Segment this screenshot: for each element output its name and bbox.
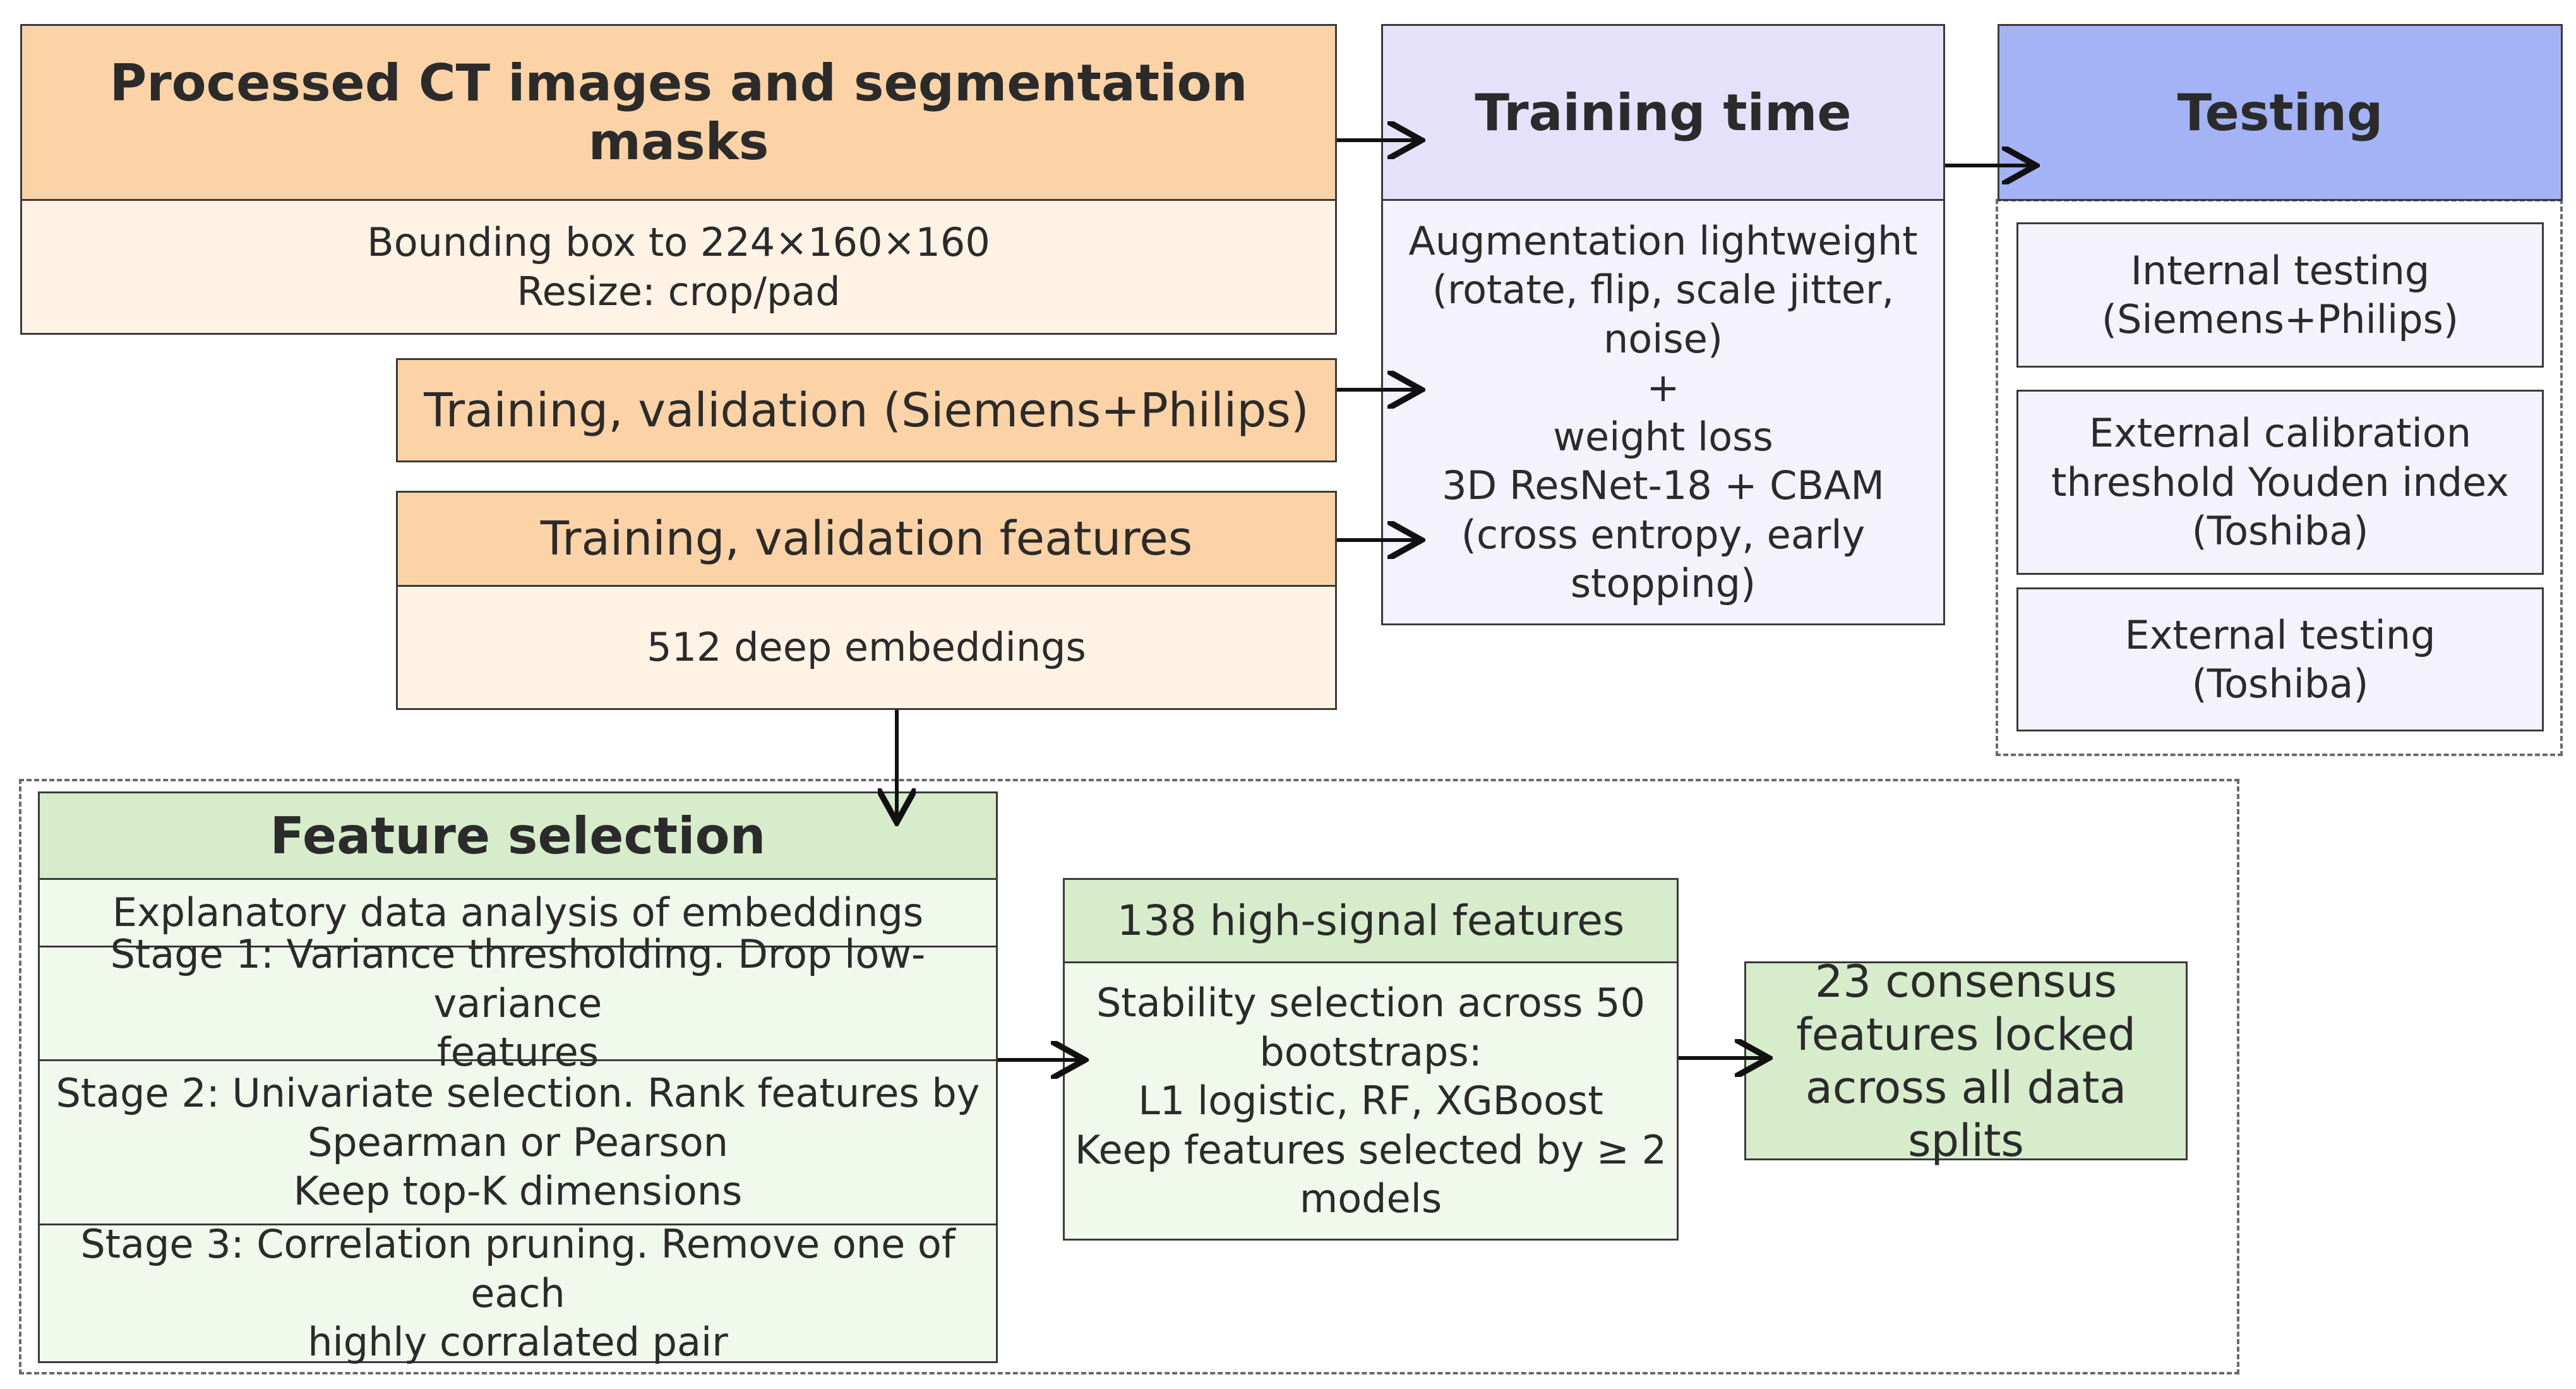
high-signal-line: bootstraps: bbox=[1259, 1028, 1482, 1075]
stage1-line: Stage 1: Variance thresholding. Drop low… bbox=[110, 931, 926, 1026]
consensus-line: 23 consensus bbox=[1814, 955, 2118, 1007]
processed-ct-title: Processed CT images and segmentation mas… bbox=[109, 54, 1248, 171]
eda-row: Explanatory data analysis of embeddings bbox=[40, 880, 996, 947]
external-calibration-line: (Toshiba) bbox=[2191, 508, 2369, 555]
high-signal-body: Stability selection across 50 bootstraps… bbox=[1063, 961, 1679, 1241]
training-time-line: 3D ResNet-18 + CBAM bbox=[1442, 462, 1884, 508]
testing-title: Testing bbox=[2177, 83, 2383, 142]
processed-ct-line2: Resize: crop/pad bbox=[517, 268, 841, 315]
internal-testing-box: Internal testing (Siemens+Philips) bbox=[2016, 222, 2544, 368]
training-time-line: (cross entropy, early bbox=[1461, 511, 1866, 558]
processed-ct-body: Bounding box to 224×160×160 Resize: crop… bbox=[20, 199, 1337, 335]
training-time-line: noise) bbox=[1603, 315, 1723, 362]
high-signal-line: Stability selection across 50 bbox=[1096, 980, 1646, 1026]
training-time-line: weight loss bbox=[1553, 413, 1773, 460]
high-signal-header: 138 high-signal features bbox=[1063, 878, 1679, 963]
external-calibration-line: threshold Youden index bbox=[2051, 459, 2509, 505]
eda-text: Explanatory data analysis of embeddings bbox=[112, 889, 924, 936]
training-time-header: Training time bbox=[1381, 24, 1945, 201]
high-signal-line: Keep features selected by ≥ 2 bbox=[1074, 1126, 1667, 1173]
embeddings-text: 512 deep embeddings bbox=[647, 624, 1086, 671]
internal-testing-line: Internal testing bbox=[2130, 247, 2430, 294]
consensus-box: 23 consensus features locked across all … bbox=[1744, 956, 2188, 1167]
stage2-line: Keep top-K dimensions bbox=[293, 1168, 743, 1215]
external-testing-box: External testing (Toshiba) bbox=[2016, 587, 2544, 731]
stage3-line: highly corralated pair bbox=[308, 1319, 728, 1366]
external-testing-line: (Toshiba) bbox=[2191, 661, 2369, 707]
external-calibration-box: External calibration threshold Youden in… bbox=[2016, 390, 2544, 575]
high-signal-line: L1 logistic, RF, XGBoost bbox=[1138, 1078, 1603, 1124]
high-signal-line: models bbox=[1299, 1176, 1442, 1222]
external-calibration-line: External calibration bbox=[2088, 410, 2472, 457]
high-signal-title: 138 high-signal features bbox=[1117, 896, 1625, 945]
stage3-row: Stage 3: Correlation pruning. Remove one… bbox=[40, 1221, 996, 1365]
feature-selection-body: Explanatory data analysis of embeddings … bbox=[38, 878, 998, 1365]
consensus-line: across all data splits bbox=[1805, 1061, 2127, 1167]
feature-selection-group bbox=[19, 779, 2239, 1374]
stage1-line: features bbox=[436, 1029, 599, 1076]
feature-selection-header: Feature selection bbox=[38, 791, 998, 880]
train-val-title: Training, validation (Siemens+Philips) bbox=[424, 383, 1309, 438]
processed-ct-line1: Bounding box to 224×160×160 bbox=[367, 219, 990, 265]
stage3-line: Stage 3: Correlation pruning. Remove one… bbox=[80, 1221, 956, 1316]
internal-testing-line: (Siemens+Philips) bbox=[2101, 296, 2459, 342]
feature-selection-title: Feature selection bbox=[270, 806, 766, 865]
processed-ct-header: Processed CT images and segmentation mas… bbox=[20, 24, 1337, 201]
training-time-line: + bbox=[1646, 364, 1680, 411]
training-time-line: Augmentation lightweight bbox=[1408, 217, 1918, 264]
testing-header: Testing bbox=[1998, 24, 2563, 201]
training-time-body: Augmentation lightweight (rotate, flip, … bbox=[1381, 199, 1945, 625]
external-testing-line: External testing bbox=[2124, 611, 2436, 658]
stage2-line: Stage 2: Univariate selection. Rank feat… bbox=[56, 1070, 980, 1117]
train-val-features-body: 512 deep embeddings bbox=[396, 585, 1337, 710]
train-val-features-title: Training, validation features bbox=[540, 512, 1193, 566]
stage1-row: Stage 1: Variance thresholding. Drop low… bbox=[40, 931, 996, 1075]
consensus-line: features locked bbox=[1796, 1008, 2136, 1061]
stage2-row: Stage 2: Univariate selection. Rank feat… bbox=[40, 1061, 996, 1225]
train-val-features-header: Training, validation features bbox=[396, 491, 1337, 587]
train-val-box: Training, validation (Siemens+Philips) bbox=[396, 358, 1337, 462]
training-time-line: (rotate, flip, scale jitter, bbox=[1432, 267, 1895, 313]
stage2-line: Spearman or Pearson bbox=[307, 1119, 729, 1165]
training-time-title: Training time bbox=[1475, 83, 1852, 142]
training-time-line: stopping) bbox=[1570, 560, 1756, 606]
